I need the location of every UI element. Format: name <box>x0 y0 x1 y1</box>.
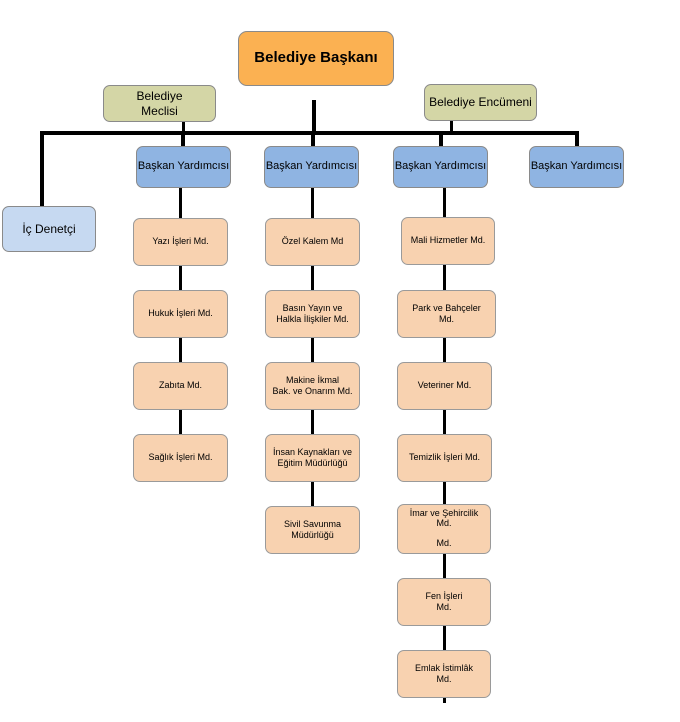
dept-box: Zabıta Md. <box>133 362 228 410</box>
dept-label: İnsan Kaynakları ve Eğitim Müdürlüğü <box>272 446 353 468</box>
dept-label: Fen İşleri Md. <box>425 590 463 612</box>
dept-box: Sivil Savunma Müdürlüğü <box>265 506 360 554</box>
dept-label: Sivil Savunma Müdürlüğü <box>283 518 342 540</box>
dept-box: Sağlık İşleri Md. <box>133 434 228 482</box>
dept-label: Basın Yayın ve Halkla İlişkiler Md. <box>276 302 349 324</box>
dept-label: İmar ve Şehircilik Md. Md. <box>409 508 479 548</box>
audit-box: İç Denetçi <box>2 206 96 252</box>
main-horizontal-line <box>40 131 578 135</box>
dept-box: Hukuk İşleri Md. <box>133 290 228 338</box>
mayor-trunk-line <box>312 100 316 133</box>
dept-label: Zabıta Md. <box>158 380 203 391</box>
deputy-3-drop-line <box>439 131 443 146</box>
dept-label: Sağlık İşleri Md. <box>148 452 213 463</box>
dept-box: Park ve Bahçeler Md. <box>397 290 496 338</box>
audit-drop-line <box>40 131 44 206</box>
deputy-4-drop-line <box>575 131 579 146</box>
mayor-label: Belediye Başkanı <box>254 49 378 67</box>
deputy-2-drop-line <box>311 131 315 146</box>
deputy-label: Başkan Yardımcısı <box>265 160 358 173</box>
dept-box: Temizlik İşleri Md. <box>397 434 492 482</box>
dept-box: Mali Hizmetler Md. <box>401 217 495 265</box>
deputy-box-4: Başkan Yardımcısı <box>529 146 624 188</box>
dept-label: Yazı İşleri Md. <box>152 236 209 247</box>
deputy-label: Başkan Yardımcısı <box>530 160 623 173</box>
deputy-label: Başkan Yardımcısı <box>394 160 487 173</box>
dept-label: Emlak İstimlâk Md. <box>414 662 473 684</box>
dept-box: Veteriner Md. <box>397 362 492 410</box>
deputy-box-3: Başkan Yardımcısı <box>393 146 488 188</box>
dept-label: Veteriner Md. <box>417 380 472 391</box>
mayor-box: Belediye Başkanı <box>238 31 394 86</box>
dept-box: İmar ve Şehircilik Md. Md. <box>397 504 491 554</box>
dept-label: Temizlik İşleri Md. <box>408 452 480 463</box>
dept-box: Emlak İstimlâk Md. <box>397 650 491 698</box>
dept-box: Fen İşleri Md. <box>397 578 491 626</box>
dept-box: İnsan Kaynakları ve Eğitim Müdürlüğü <box>265 434 360 482</box>
deputy-label: Başkan Yardımcısı <box>137 160 230 173</box>
deputy-box-2: Başkan Yardımcısı <box>264 146 359 188</box>
audit-label: İç Denetçi <box>22 221 76 236</box>
dept-label: Mali Hizmetler Md. <box>410 235 486 246</box>
dept-label: Park ve Bahçeler Md. <box>412 302 481 324</box>
dept-label: Özel Kalem Md <box>281 236 344 247</box>
dept-box: Makine İkmal Bak. ve Onarım Md. <box>265 362 360 410</box>
committee-label: Belediye Encümeni <box>429 95 532 109</box>
committee-box: Belediye Encümeni <box>424 84 537 121</box>
council-label: Belediye Meclisi <box>136 88 183 118</box>
dept-box: Yazı İşleri Md. <box>133 218 228 266</box>
dept-box: Basın Yayın ve Halkla İlişkiler Md. <box>265 290 360 338</box>
committee-connector-line <box>450 121 453 133</box>
deputy-box-1: Başkan Yardımcısı <box>136 146 231 188</box>
dept-label: Makine İkmal Bak. ve Onarım Md. <box>272 374 353 396</box>
council-box: Belediye Meclisi <box>103 85 216 122</box>
dept-label: Hukuk İşleri Md. <box>148 308 213 319</box>
deputy-1-drop-line <box>181 131 185 146</box>
dept-box: Özel Kalem Md <box>265 218 360 266</box>
column-2-vertical-line <box>311 188 314 508</box>
council-connector-line <box>182 121 185 133</box>
